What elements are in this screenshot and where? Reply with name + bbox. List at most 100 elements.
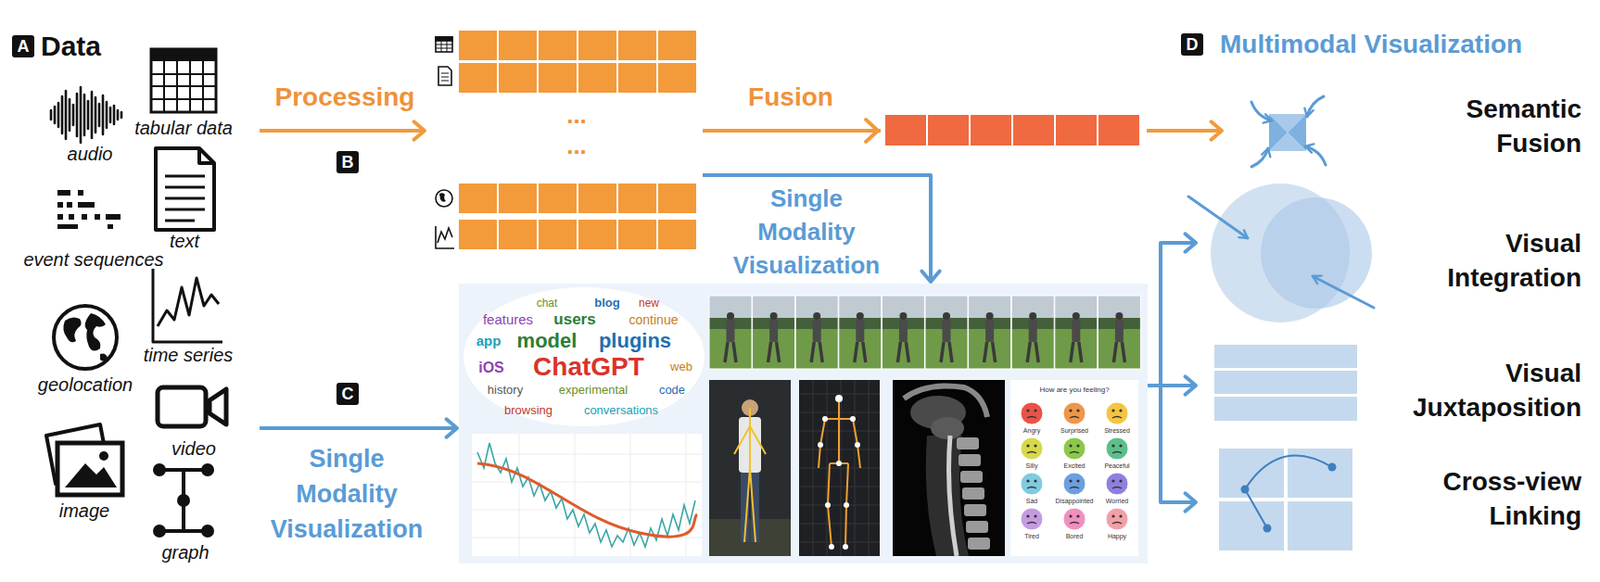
node-text: time series <box>143 343 234 367</box>
pose-photo <box>709 380 791 557</box>
event-sequence-icon <box>57 190 121 229</box>
node-text: chat <box>536 296 559 310</box>
node-text: How are you feeling? <box>1039 385 1109 395</box>
node-text: ... <box>566 101 587 130</box>
arrowhead <box>446 419 458 437</box>
node-text: audio <box>67 142 114 166</box>
node-text: Silly <box>1026 462 1039 470</box>
node-text: A <box>17 36 30 57</box>
row-icons <box>435 37 455 249</box>
node-text: tabular data <box>134 116 233 140</box>
audio-icon <box>50 87 122 143</box>
node-text: features <box>482 311 534 329</box>
image-icon <box>46 424 123 496</box>
emoji-chart: How are you feeling? Angry Surprised Stress… <box>1010 380 1139 557</box>
connector <box>259 419 458 437</box>
visual-integration-icon <box>1188 183 1374 323</box>
feature-vectors <box>458 30 699 250</box>
node-text: conversations <box>584 403 659 419</box>
panel-badge: B <box>336 151 359 174</box>
node-text: Visual Juxtaposition <box>1400 355 1582 425</box>
edge-label: Processing <box>275 81 416 114</box>
connector-line <box>259 128 425 133</box>
node-text: plugins <box>598 329 672 354</box>
skeleton-plot <box>799 380 880 557</box>
node-text: B <box>342 152 355 173</box>
node-text: iOS <box>478 358 505 377</box>
node-text: Tired <box>1024 533 1040 541</box>
node-text: blog <box>594 295 620 311</box>
node-text: D <box>1186 34 1199 55</box>
connector-line <box>1147 242 1196 386</box>
node-text: ChatGPT <box>533 351 645 383</box>
node-text: new <box>638 296 660 310</box>
arrowhead <box>921 271 940 282</box>
node-text: Worried <box>1105 497 1129 506</box>
visual-juxtaposition: Visual Juxtaposition <box>1197 338 1586 429</box>
panel-badge: C <box>336 382 359 406</box>
arrowhead <box>1185 233 1196 252</box>
connector-line <box>702 175 931 282</box>
arrowhead <box>1185 493 1196 511</box>
node-text: Peaceful <box>1104 462 1130 470</box>
node-text: geolocation <box>38 373 133 396</box>
node-text: image <box>59 499 110 522</box>
feature-vectors: ...... <box>426 25 703 255</box>
node-text: history <box>487 382 523 398</box>
node-text: Angry <box>1023 427 1041 435</box>
fused-vector-bar <box>865 109 1147 152</box>
cross-view-linking: Cross-view Linking <box>1197 443 1586 557</box>
connector <box>1147 385 1196 512</box>
node-text: ... <box>566 131 587 161</box>
node-text: Semantic Fusion <box>1400 91 1582 161</box>
cross-view-linking-icon <box>1219 448 1353 551</box>
node-text: app <box>476 332 502 350</box>
connector <box>1147 233 1196 386</box>
node-text: model <box>517 329 578 354</box>
edge-label: Single Modality Visualization <box>725 181 889 282</box>
node-text: text <box>169 229 200 253</box>
node-text: web <box>670 359 693 375</box>
node-text: Happy <box>1107 533 1127 541</box>
arrowhead <box>1211 121 1222 140</box>
node-text: Excited <box>1064 462 1086 470</box>
node-text: users <box>553 310 596 330</box>
node-text: Cross-view Linking <box>1400 464 1582 534</box>
node-text: video <box>171 437 216 460</box>
panel-background <box>458 283 1148 564</box>
table-icon <box>151 49 216 113</box>
visual-integration: Visual Integration <box>1197 181 1586 327</box>
node-text: Surprised <box>1060 427 1089 435</box>
arrowhead <box>1185 376 1196 394</box>
panel-badge: D <box>1180 33 1204 56</box>
node-text: continue <box>629 312 679 329</box>
edge-label: Single Modality Visualization <box>263 441 431 547</box>
section-heading: Multimodal Visualization <box>1219 28 1523 61</box>
data-group: A Data audio tabular data textevent sequence… <box>7 27 260 575</box>
edge-label: Fusion <box>748 81 834 114</box>
node-text: experimental <box>558 382 628 398</box>
semantic-fusion: Semantic Fusion <box>1223 88 1586 178</box>
node-text: Visual Integration <box>1400 226 1582 295</box>
node-text: Disappointed <box>1055 497 1094 506</box>
node-text: Stressed <box>1104 427 1131 435</box>
visual-juxtaposition-icon <box>1214 344 1358 421</box>
node-text: graph <box>161 541 209 564</box>
arrowhead <box>414 121 425 140</box>
node-text: event sequences <box>23 248 164 271</box>
text-icon <box>155 148 215 230</box>
node-text: Data <box>40 29 102 64</box>
connector <box>702 175 940 282</box>
node-text: browsing <box>504 403 553 419</box>
globe-icon <box>53 305 117 369</box>
connector-line <box>1147 385 1196 503</box>
mri-scan <box>892 380 1005 557</box>
video-icon <box>157 387 227 427</box>
node-text: C <box>342 383 355 405</box>
emoji-chart <box>1010 380 1139 557</box>
semantic-fusion-icon <box>1251 96 1326 167</box>
node-text: Sad <box>1026 497 1038 506</box>
word-cloud <box>463 287 705 427</box>
connector <box>259 121 425 140</box>
